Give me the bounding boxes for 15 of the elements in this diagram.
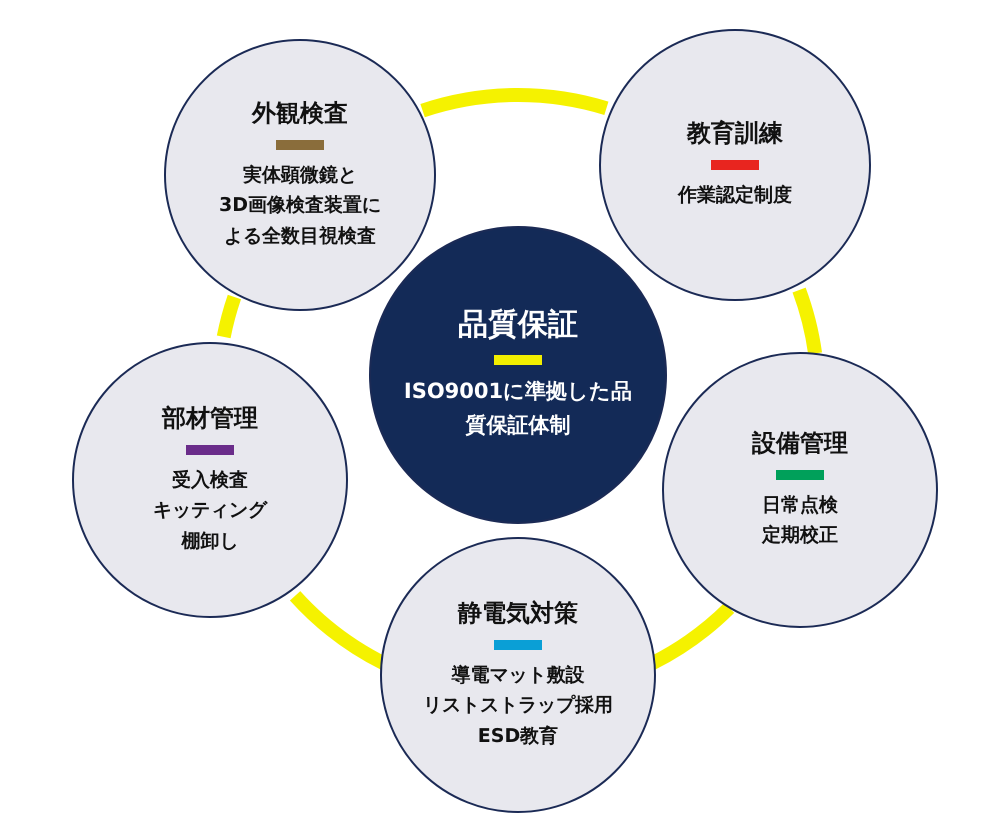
ring-segment xyxy=(216,294,242,338)
topic-title: 品質保証 xyxy=(458,307,578,344)
topic-description: 受入検査キッティング棚卸し xyxy=(153,468,267,554)
topic-description: 導電マット敷設リストストラップ採用ESD教育 xyxy=(423,662,613,749)
ring-segment xyxy=(420,88,608,118)
ring-segment xyxy=(792,288,822,355)
topic-description: ISO9001に準拠した品質保証体制 xyxy=(404,378,632,439)
topic-title: 教育訓練 xyxy=(687,119,783,148)
topic-description: 日常点検定期校正 xyxy=(762,493,838,548)
topic-title: 静電気対策 xyxy=(458,599,578,628)
topic-description: 実体顕微鏡と3D画像検査装置による全数目視検査 xyxy=(219,162,381,249)
topic-title: 設備管理 xyxy=(752,429,848,458)
topic-description: 作業認定制度 xyxy=(678,183,792,208)
topic-title: 部材管理 xyxy=(162,404,258,433)
topic-title: 外観検査 xyxy=(252,99,348,128)
